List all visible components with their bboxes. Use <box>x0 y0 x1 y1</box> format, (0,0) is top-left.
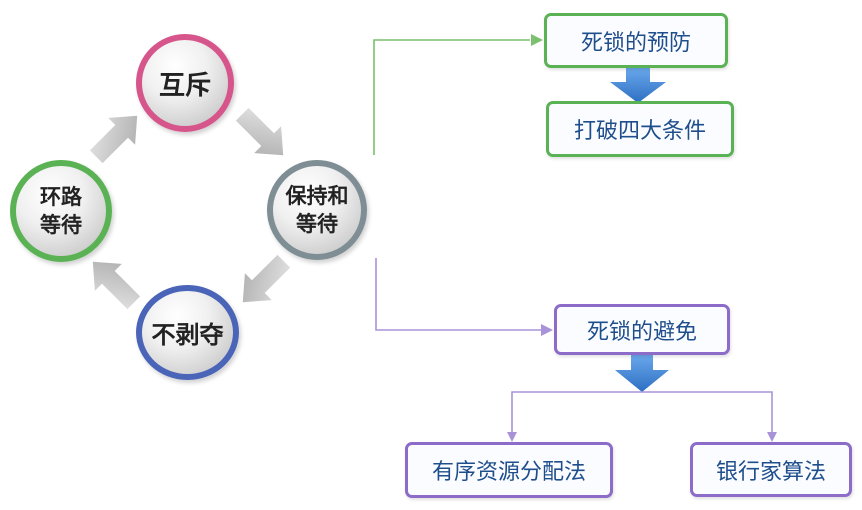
cycle-arrow-mutex-to-hold <box>235 107 284 156</box>
ordered-resource-allocation-box: 有序资源分配法 <box>405 442 613 498</box>
cycle-arrow-nopreempt-to-wait <box>92 261 141 310</box>
down-arrow-prevention <box>610 68 666 103</box>
circular-wait-node: 环路 等待 <box>10 160 112 262</box>
cycle-arrow-hold-to-nopreempt <box>242 254 291 303</box>
no-preemption-label: 不剥夺 <box>151 321 224 349</box>
avoidance-connector <box>375 258 553 336</box>
hold-and-wait-label-line2: 等待 <box>296 212 338 236</box>
deadlock-avoidance-box: 死锁的避免 <box>554 304 730 355</box>
deadlock-prevention-box: 死锁的预防 <box>544 13 728 68</box>
hold-and-wait-label-line1: 保持和 <box>285 184 349 208</box>
no-preemption-node: 不剥夺 <box>136 285 239 380</box>
bankers-algorithm-box: 银行家算法 <box>690 442 852 497</box>
hold-and-wait-node: 保持和 等待 <box>267 160 367 260</box>
prevention-connector <box>373 34 543 155</box>
deadlock-avoidance-label: 死锁的避免 <box>586 319 697 345</box>
break-four-conditions-label: 打破四大条件 <box>573 119 706 144</box>
mutual-exclusion-node: 互斥 <box>136 34 234 132</box>
ordered-resource-allocation-label: 有序资源分配法 <box>431 460 586 485</box>
avoidance-branches <box>507 391 777 442</box>
down-arrow-avoidance <box>615 355 669 392</box>
break-four-conditions-box: 打破四大条件 <box>546 101 734 157</box>
circular-wait-label-line1: 环路 <box>40 185 82 209</box>
mutual-exclusion-label: 互斥 <box>158 70 211 101</box>
circular-wait-label-line2: 等待 <box>40 213 82 237</box>
bankers-algorithm-label: 银行家算法 <box>715 459 826 485</box>
cycle-arrow-wait-to-mutex <box>89 115 138 164</box>
deadlock-prevention-label: 死锁的预防 <box>580 30 691 56</box>
